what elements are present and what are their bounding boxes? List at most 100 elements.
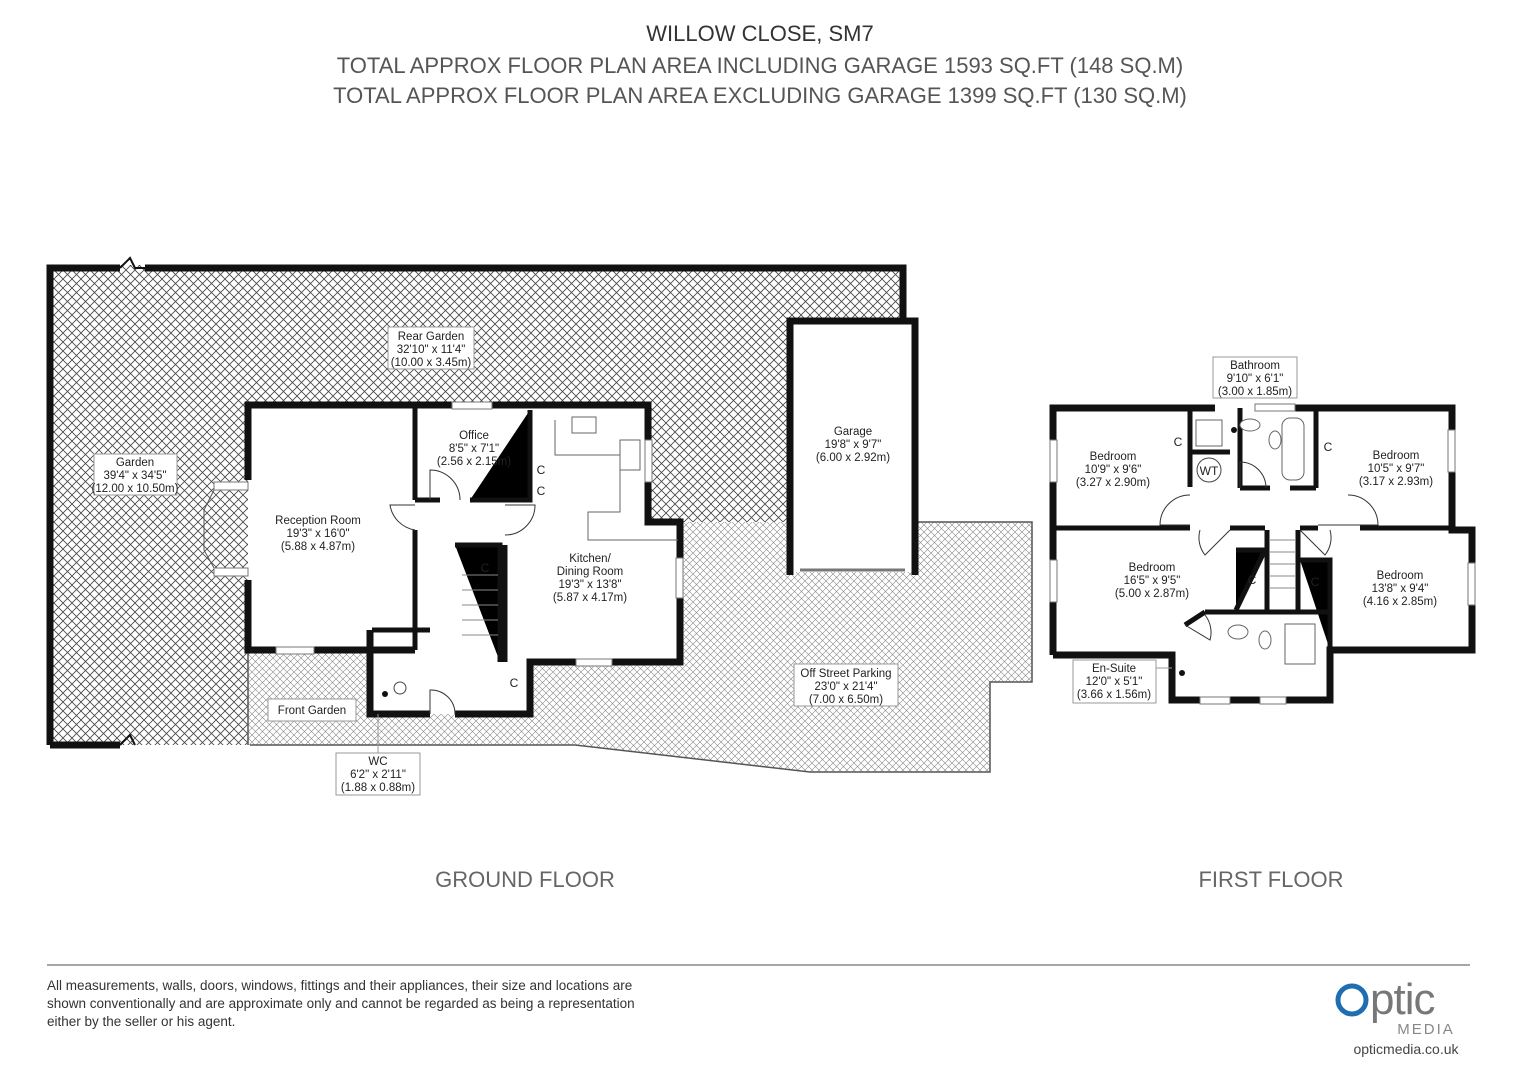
cupboard-label: C <box>1174 435 1183 449</box>
cupboard-label: C <box>1311 575 1320 589</box>
window <box>1447 429 1456 473</box>
svg-text:WC6'2" x 2'11"(1.88 x 0.88m): WC6'2" x 2'11"(1.88 x 0.88m) <box>341 756 415 794</box>
bay-window <box>203 489 215 569</box>
front-garden-area <box>248 522 1032 772</box>
optic-media-logo: ptic MEDIA opticmedia.co.uk <box>1335 975 1460 1057</box>
window <box>213 481 249 491</box>
room-label-front-garden: Front Garden <box>267 698 357 722</box>
cupboard-label: C <box>1248 573 1257 587</box>
window <box>644 439 653 483</box>
toilet-icon <box>1258 630 1272 650</box>
door <box>429 469 461 501</box>
cupboard-label: C <box>510 676 519 690</box>
interior-walls <box>372 405 533 662</box>
area-excluding-garage: TOTAL APPROX FLOOR PLAN AREA EXCLUDING G… <box>333 83 1187 108</box>
ground-floor-label: GROUND FLOOR <box>435 867 615 892</box>
window <box>1199 696 1231 705</box>
svg-text:Front Garden: Front Garden <box>278 705 346 717</box>
window <box>1259 696 1287 705</box>
cupboard-label: C <box>1324 440 1333 454</box>
window <box>575 658 613 667</box>
window <box>275 646 315 655</box>
door <box>389 504 416 531</box>
parking-boundary <box>250 521 1033 773</box>
header: WILLOW CLOSE, SM7 TOTAL APPROX FLOOR PLA… <box>333 21 1187 108</box>
door <box>1239 461 1267 489</box>
first-floor-label: FIRST FLOOR <box>1198 867 1343 892</box>
shower-icon <box>1195 419 1223 447</box>
water-tank-label: WT <box>1200 464 1219 478</box>
pipe-icon <box>1231 427 1237 433</box>
toilet-icon <box>1268 430 1282 450</box>
toilet-icon <box>393 681 407 695</box>
door <box>1184 614 1212 641</box>
pipe-icon <box>1179 670 1185 676</box>
window <box>675 557 684 599</box>
logo-o-mark <box>1335 983 1369 1017</box>
shower-icon <box>1284 623 1316 665</box>
house-walls <box>244 401 684 718</box>
window <box>1049 559 1058 603</box>
cupboard-label: C <box>537 484 546 498</box>
window <box>1254 403 1296 412</box>
door <box>1299 529 1332 556</box>
window <box>213 567 249 577</box>
disclaimer-line: All measurements, walls, doors, windows,… <box>47 978 632 993</box>
logo-word: ptic <box>1370 975 1434 1024</box>
disclaimer: All measurements, walls, doors, windows,… <box>47 978 635 1029</box>
staircase <box>1270 539 1296 589</box>
door <box>504 504 536 536</box>
door <box>1318 494 1379 526</box>
plan-title: WILLOW CLOSE, SM7 <box>646 21 873 46</box>
break-mark <box>119 733 136 746</box>
logo-url: opticmedia.co.uk <box>1353 1041 1459 1057</box>
door <box>1159 494 1191 526</box>
bathtub-icon <box>1281 417 1305 481</box>
water-tank-icon <box>1196 457 1222 483</box>
disclaimer-line: shown conventionally and are approximate… <box>47 996 635 1011</box>
rear-boundary-wall <box>46 264 907 745</box>
window <box>1049 439 1058 483</box>
basin-icon <box>1239 418 1261 432</box>
window <box>1467 562 1476 606</box>
logo-sub: MEDIA <box>1397 1021 1455 1038</box>
first-floor-interior-walls <box>1053 408 1452 650</box>
sink-icon <box>619 439 641 471</box>
break-mark <box>119 256 145 269</box>
garage-walls <box>786 317 919 575</box>
hob-icon <box>571 416 597 434</box>
door <box>429 689 456 715</box>
cupboard-label: C <box>537 463 546 477</box>
window <box>451 401 493 410</box>
door <box>1198 529 1231 556</box>
